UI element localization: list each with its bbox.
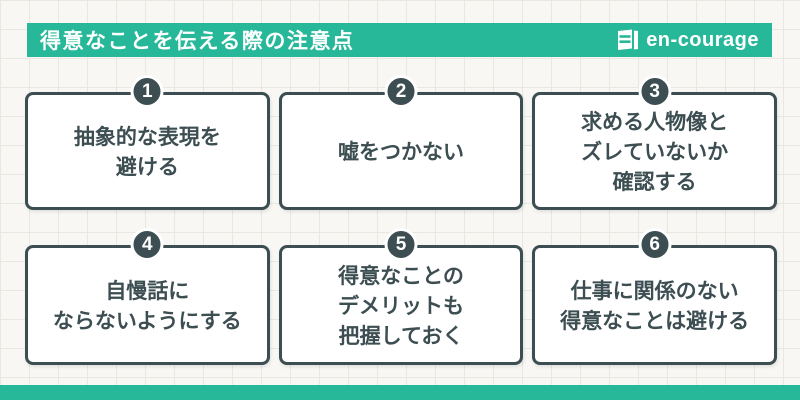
note-card-1: 1 抽象的な表現を 避ける xyxy=(25,75,270,210)
card-text-line: 仕事に関係のない xyxy=(570,280,739,304)
card-number-badge: 5 xyxy=(384,228,418,261)
card-text-line: 把握しておく xyxy=(338,324,464,348)
card-text: 抽象的な表現を 避ける xyxy=(74,123,221,183)
card-text: 自慢話に ならないようにする xyxy=(53,277,242,337)
cards-grid: 1 抽象的な表現を 避ける 2 嘘をつかない 3 求める人物像と ズレていないか… xyxy=(25,75,777,365)
brand-logo: en-courage xyxy=(616,28,759,52)
card-text-line: ならないようにする xyxy=(52,310,242,333)
note-card-3: 3 求める人物像と ズレていないか 確認する xyxy=(532,75,777,210)
book-icon xyxy=(618,29,639,50)
card-text-line: ズレていないか xyxy=(581,141,729,165)
note-card-4: 4 自慢話に ならないようにする xyxy=(25,228,270,365)
card-number-badge: 2 xyxy=(384,75,418,108)
page-title: 得意なことを伝える際の注意点 xyxy=(40,30,355,53)
card-text: 仕事に関係のない 得意なことは避ける xyxy=(560,277,749,337)
card-text-line: 求める人物像と xyxy=(581,111,729,135)
note-card-2: 2 嘘をつかない xyxy=(278,75,524,210)
card-text-line: 確認する xyxy=(612,170,697,194)
card-number-badge: 1 xyxy=(130,75,164,108)
note-card-5: 5 得意なことの デメリットも 把握しておく xyxy=(278,228,524,365)
card-text-line: 抽象的な表現を xyxy=(73,126,221,150)
card-text-line: 嘘をつかない xyxy=(337,141,464,165)
bottom-accent-strip xyxy=(0,385,800,400)
card-text-line: 避ける xyxy=(115,156,179,179)
card-text-line: 得意なことは避ける xyxy=(560,310,750,333)
card-number-badge: 3 xyxy=(638,75,672,108)
brand-name: en-courage xyxy=(646,28,759,51)
header-bar: 得意なことを伝える際の注意点 en-courage xyxy=(27,23,772,57)
note-card-6: 6 仕事に関係のない 得意なことは避ける xyxy=(532,228,777,365)
card-text: 嘘をつかない xyxy=(338,138,464,168)
card-text-line: デメリットも xyxy=(337,295,464,319)
card-text-line: 得意なことの xyxy=(338,265,464,289)
card-number-badge: 4 xyxy=(130,228,164,261)
card-text: 求める人物像と ズレていないか 確認する xyxy=(581,108,728,197)
card-text: 得意なことの デメリットも 把握しておく xyxy=(338,262,464,351)
card-number-badge: 6 xyxy=(638,228,672,261)
card-text-line: 自慢話に xyxy=(105,280,190,304)
